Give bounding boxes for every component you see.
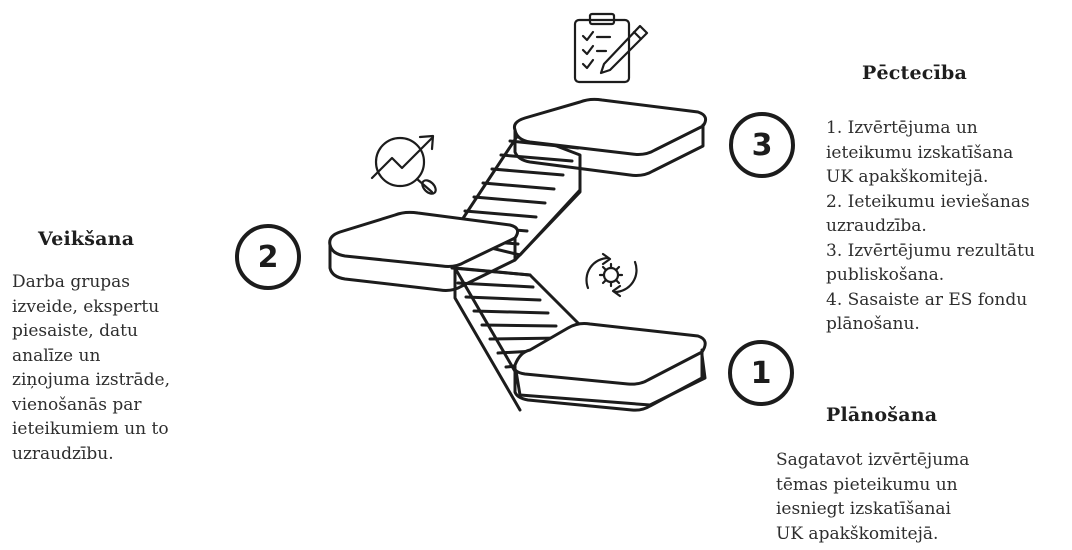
step-2-line: ziņojuma izstrāde, [12, 370, 171, 390]
step-2-line: vienošanās par [12, 394, 142, 415]
step-2-line: ieteikumiem un to [12, 419, 169, 439]
step-3-description: 1. Izvērtējuma un ieteikumu izskatīšana … [826, 116, 1035, 337]
step-1-line: iesniegt izskatīšanai [776, 499, 951, 519]
refresh-gear-icon [585, 252, 638, 298]
step-number-3: 3 [729, 112, 795, 178]
step-1-title: Plānošana [826, 404, 938, 426]
step-1-description: Sagatavot izvērtējuma tēmas pieteikumu u… [776, 448, 969, 546]
step-3-line: 1. Izvērtējuma un [826, 118, 978, 138]
step-2-line: uzraudzību. [12, 443, 114, 464]
step-3-line: ieteikumu izskatīšana [826, 142, 1014, 163]
step-3-line: uzraudzība. [826, 216, 927, 236]
step-3-line: 4. Sasaiste ar ES fondu [826, 289, 1028, 310]
step-1-line: UK apakškomitejā. [776, 523, 939, 544]
growth-magnifier-icon [370, 134, 437, 195]
step-3-line: plānošanu. [826, 314, 920, 334]
step-number-2: 2 [235, 224, 301, 290]
step-2-line: Darba grupas [12, 272, 131, 292]
step-3-line: 2. Ieteikumu ieviešanas [826, 191, 1030, 212]
step-3-line: 3. Izvērtējumu rezultātu [826, 240, 1035, 261]
step-2-line: analīze un [12, 345, 101, 366]
platform-2 [328, 210, 520, 292]
step-2-line: piesaiste, datu [12, 321, 138, 341]
step-2-description: Darba grupas izveide, ekspertu piesaiste… [12, 270, 170, 466]
step-number-1: 1 [728, 340, 794, 406]
step-1-line: tēmas pieteikumu un [776, 474, 958, 495]
platform-1 [513, 322, 707, 412]
step-2-title: Veikšana [38, 228, 135, 250]
clipboard-pencil-icon [573, 12, 649, 84]
step-1-line: Sagatavot izvērtējuma [776, 450, 970, 470]
step-3-title: Pēctecība [862, 62, 967, 84]
step-3-line: publiskošana. [826, 265, 945, 285]
platform-3 [513, 97, 708, 177]
step-2-line: izveide, ekspertu [12, 296, 160, 317]
step-3-line: UK apakškomitejā. [826, 167, 989, 187]
